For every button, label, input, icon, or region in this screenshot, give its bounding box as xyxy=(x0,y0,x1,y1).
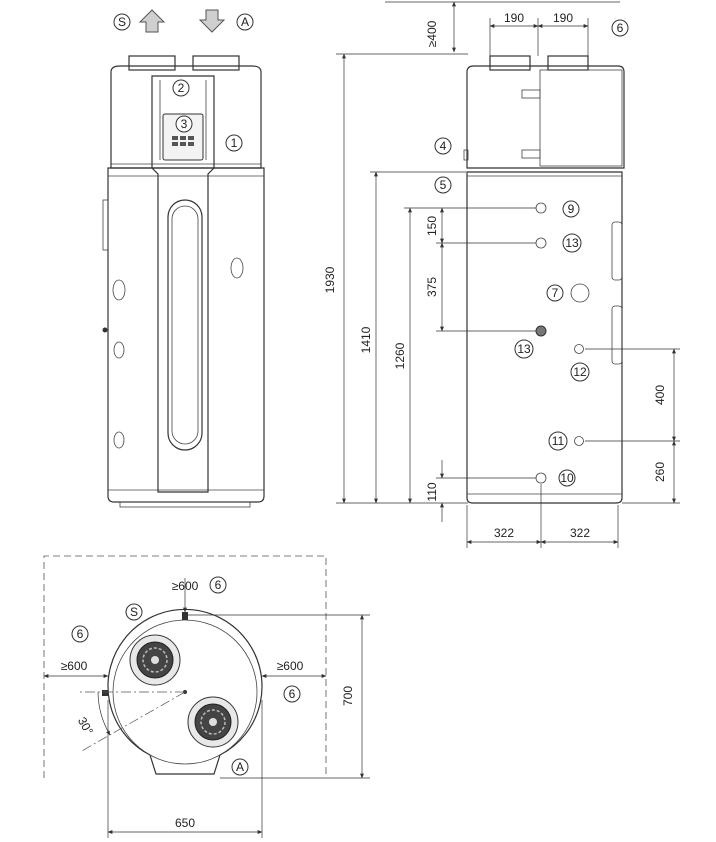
connection-8 xyxy=(535,472,547,484)
callout-3-circle xyxy=(175,115,193,133)
dim-half-width-right: 322 xyxy=(570,526,590,540)
callout-13-label: 13 xyxy=(517,342,531,356)
top-letter-a: A xyxy=(236,760,244,774)
top-letter-a-circle xyxy=(231,758,249,776)
side-head-panel xyxy=(539,69,623,167)
supply-letter-circle xyxy=(113,13,131,31)
callout-12: 13 xyxy=(565,236,579,250)
top-view-width: 650 xyxy=(175,816,195,830)
return-duct-collar xyxy=(192,55,240,71)
return-fan-icon xyxy=(187,696,239,748)
callout-11-circle xyxy=(570,362,590,382)
front-strip xyxy=(151,75,215,493)
connection-10 xyxy=(574,436,584,446)
callout-11: 12 xyxy=(573,365,587,379)
callout-12-circle xyxy=(562,233,582,253)
front-fitting-1 xyxy=(112,279,126,301)
return-arrow-down-icon xyxy=(198,9,226,33)
dim-duct-right: 190 xyxy=(553,11,573,25)
dim-spacing-400: 400 xyxy=(653,385,667,405)
right-callout-6-circle xyxy=(283,685,301,703)
callout-8: 10 xyxy=(560,471,574,485)
control-keypad-icon xyxy=(172,136,194,146)
top-callout-6: 6 xyxy=(215,578,222,592)
connection-12 xyxy=(535,237,547,249)
side-head-unit xyxy=(466,65,625,169)
dim-height-upper: 1410 xyxy=(359,326,373,353)
front-window xyxy=(167,199,203,451)
callout-5: 5 xyxy=(440,178,447,192)
top-letter-s-circle xyxy=(125,603,143,621)
angle-label: 30° xyxy=(75,715,96,738)
callout-3: 3 xyxy=(181,117,188,131)
supply-arrow-up-icon xyxy=(138,9,166,33)
left-clearance: ≥600 xyxy=(61,659,88,673)
callout-13-circle xyxy=(514,339,534,359)
return-letter: A xyxy=(241,15,249,29)
dim-spacing-375: 375 xyxy=(425,277,439,297)
tank-body xyxy=(107,167,265,503)
callout-8-circle xyxy=(558,469,576,487)
side-duct-1 xyxy=(489,55,531,71)
callout-4: 4 xyxy=(440,139,447,153)
front-fitting-3 xyxy=(113,431,125,449)
callout-2-circle xyxy=(172,79,190,97)
dim-spacing-150: 150 xyxy=(425,216,439,236)
supply-duct-collar xyxy=(128,55,176,71)
top-view-depth: 700 xyxy=(341,686,355,706)
callout-1: 1 xyxy=(231,136,238,150)
connection-9 xyxy=(535,202,547,214)
clearance-frame xyxy=(43,555,327,778)
left-callout-6-circle xyxy=(71,625,89,643)
dim-total-height: 1930 xyxy=(323,266,337,293)
head-unit xyxy=(110,65,262,169)
dim-height-110: 110 xyxy=(425,482,439,501)
callout-1-circle xyxy=(225,134,243,152)
callout-7: 7 xyxy=(552,286,559,300)
dim-height-260: 260 xyxy=(653,462,667,482)
front-fitting-4 xyxy=(230,257,244,279)
top-view-tank xyxy=(107,608,263,775)
callout-6: 6 xyxy=(617,21,624,35)
callout-7-circle xyxy=(546,284,564,302)
return-letter-circle xyxy=(236,13,254,31)
connection-7 xyxy=(570,283,590,303)
top-view: ≥600 6 S 6 ≥600 ≥600 6 xyxy=(43,555,370,838)
side-pipe-left xyxy=(102,199,109,251)
tank-base xyxy=(119,501,251,508)
side-duct-2 xyxy=(547,55,589,71)
callout-10-circle xyxy=(548,431,568,451)
left-callout-6: 6 xyxy=(77,627,84,641)
right-callout-6: 6 xyxy=(289,687,296,701)
supply-letter: S xyxy=(118,15,126,29)
dim-half-width-left: 322 xyxy=(494,526,514,540)
callout-6-circle xyxy=(611,19,629,37)
callout-2: 2 xyxy=(178,81,185,95)
side-tank xyxy=(466,171,623,504)
top-callout-6-circle xyxy=(209,576,227,594)
dim-duct-left: 190 xyxy=(504,11,524,25)
dim-height-mid: 1260 xyxy=(393,342,407,369)
connection-11 xyxy=(574,344,584,354)
callout-4-circle xyxy=(434,137,452,155)
connection-13 xyxy=(535,325,547,337)
callout-9: 9 xyxy=(568,202,575,216)
front-view: S A xyxy=(102,9,265,508)
right-clearance: ≥600 xyxy=(277,659,304,673)
top-view-top-clearance: ≥600 xyxy=(172,579,199,593)
front-fitting-2 xyxy=(113,341,125,359)
callout-9-circle xyxy=(562,200,580,218)
supply-fan-icon xyxy=(129,634,181,686)
dim-top-clearance: ≥400 xyxy=(425,20,439,47)
callout-10: 11 xyxy=(552,434,565,448)
callout-5-circle xyxy=(434,176,452,194)
side-view: ≥400 190 190 6 4 xyxy=(323,1,680,548)
top-letter-s: S xyxy=(130,605,138,619)
